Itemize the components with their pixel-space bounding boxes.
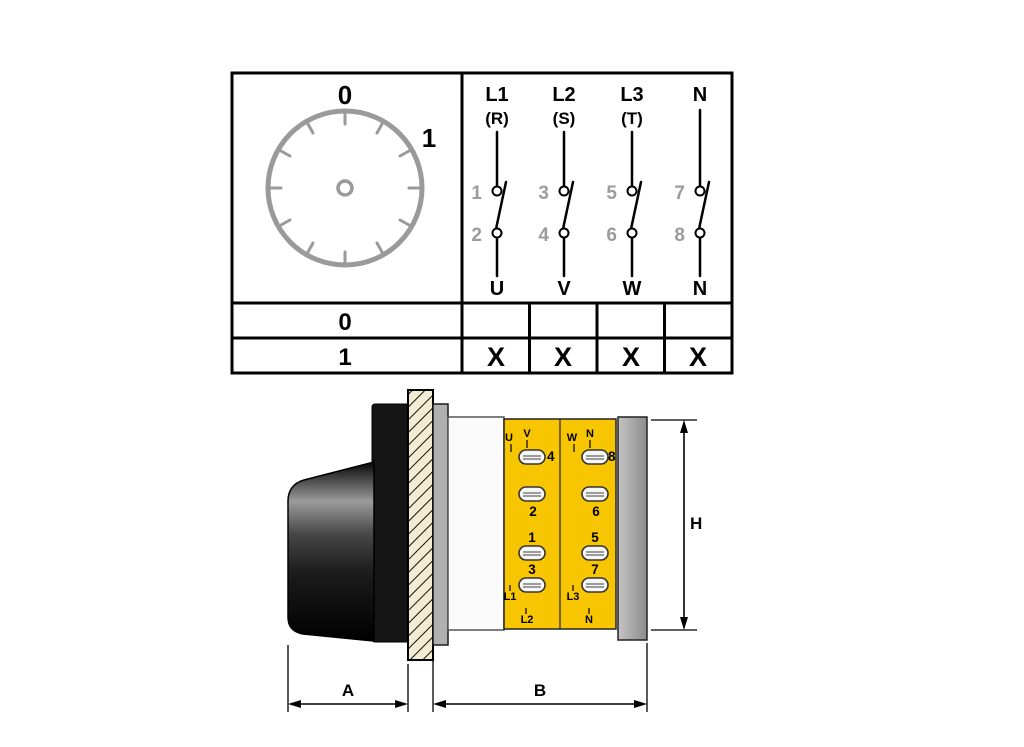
handle-rear-block <box>371 403 411 643</box>
wire-label-v: V <box>523 428 531 440</box>
switch-side-view: U V 4 2 W N <box>287 389 702 712</box>
row-cell: X <box>487 342 505 372</box>
terminal-group-l1l2: 1 3 L1 L2 <box>504 530 546 626</box>
table-row-position-1: 1 X X X X <box>338 342 707 372</box>
wire-label-l1: L1 <box>504 591 517 603</box>
screw-number: 1 <box>528 530 536 545</box>
pole-input-alt-label: (T) <box>621 109 643 128</box>
terminal-screw <box>518 545 546 561</box>
dial-position-1-label: 1 <box>422 123 436 153</box>
contact-bottom <box>626 227 638 239</box>
pole-input-label: N <box>693 84 707 106</box>
screw-number: 2 <box>529 504 537 519</box>
terminal-screw <box>581 577 609 593</box>
dimension-b-label: B <box>534 681 546 700</box>
contact-bottom <box>491 227 503 239</box>
switching-table: 0 1 L1 (R) 1 2 U L2 (S) 3 4 V <box>230 71 734 375</box>
pole-input-alt-label: (R) <box>485 109 509 128</box>
dial-tick-marks <box>269 112 421 264</box>
screw-number: 7 <box>591 562 599 577</box>
dimension-h-label: H <box>690 514 702 533</box>
terminal-number-top: 7 <box>674 183 685 204</box>
terminal-group-wn: W N 8 6 <box>567 428 616 519</box>
pole-input-label: L1 <box>485 84 508 106</box>
body-flange <box>432 403 449 646</box>
wire-label-n2: N <box>585 614 593 626</box>
handle-knob <box>287 461 375 642</box>
switch-blade <box>629 180 643 231</box>
contact-bottom <box>558 227 570 239</box>
pole-l3: L3 (T) 5 6 W <box>606 84 643 300</box>
position-dial: 0 1 <box>265 80 436 268</box>
terminal-group-l3n: 5 7 L3 N <box>567 530 609 626</box>
screw-number: 6 <box>592 504 600 519</box>
pole-input-label: L2 <box>552 84 575 106</box>
terminal-screw <box>581 545 609 561</box>
screw-number: 8 <box>608 449 616 464</box>
switch-blade <box>561 180 575 231</box>
contact-top <box>626 185 638 197</box>
terminal-screw <box>518 577 546 593</box>
wire-label-u: U <box>505 432 513 444</box>
contact-top <box>694 185 706 197</box>
pole-output-label: V <box>557 278 571 300</box>
row-position-label: 0 <box>338 309 351 336</box>
row-cell: X <box>622 342 640 372</box>
dimension-b: B <box>432 643 648 712</box>
pole-input-label: L3 <box>620 84 643 106</box>
screw-number: 5 <box>591 530 599 545</box>
terminal-number-top: 3 <box>538 183 549 204</box>
wire-label-w: W <box>567 432 578 444</box>
screw-number: 3 <box>528 562 536 577</box>
pole-output-label: N <box>693 278 707 300</box>
contact-top <box>491 185 503 197</box>
switch-blade <box>494 180 508 231</box>
pole-l1: L1 (R) 1 2 U <box>471 84 508 300</box>
pole-input-alt-label: (S) <box>553 109 576 128</box>
terminal-screw <box>581 449 609 465</box>
row-position-label: 1 <box>338 344 351 371</box>
table-row-position-0: 0 <box>338 309 351 336</box>
pole-l2: L2 (S) 3 4 V <box>538 84 575 300</box>
contact-bottom <box>694 227 706 239</box>
screw-number: 4 <box>547 449 555 464</box>
arrowhead-right <box>395 700 408 708</box>
switch-body <box>447 416 505 631</box>
terminal-number-top: 5 <box>606 183 617 204</box>
wire-label-l2: L2 <box>521 614 534 626</box>
terminal-number-bottom: 8 <box>674 225 685 246</box>
dial-circle <box>265 108 425 268</box>
wire-label-l3: L3 <box>567 591 580 603</box>
terminal-number-bottom: 2 <box>471 225 482 246</box>
row-cell: X <box>554 342 572 372</box>
wire-label-n: N <box>586 428 594 440</box>
pole-output-label: U <box>490 278 504 300</box>
terminal-number-bottom: 6 <box>606 225 617 246</box>
switch-blade <box>697 180 711 231</box>
arrowhead-left <box>288 700 301 708</box>
dial-position-0-label: 0 <box>338 80 352 110</box>
terminal-screw <box>518 449 546 465</box>
arrowhead-left <box>433 700 446 708</box>
terminal-screw <box>581 486 609 502</box>
dial-center-hub <box>336 179 354 197</box>
rear-end-cap <box>617 416 648 641</box>
pole-n: N 7 8 N <box>674 84 711 300</box>
terminal-group-uv: U V 4 2 <box>505 428 555 519</box>
mounting-plate-hatched <box>407 389 434 661</box>
contact-top <box>558 185 570 197</box>
arrowhead-right <box>634 700 647 708</box>
terminal-screw <box>518 486 546 502</box>
row-cell: X <box>689 342 707 372</box>
table-outer-border <box>230 71 734 375</box>
terminal-number-top: 1 <box>471 183 482 204</box>
terminal-number-bottom: 4 <box>538 225 549 246</box>
dimension-h: H <box>651 419 702 631</box>
dimension-a-label: A <box>342 681 354 700</box>
arrowhead-up <box>680 420 688 433</box>
dimension-a: A <box>287 645 409 712</box>
arrowhead-down <box>680 617 688 630</box>
pole-output-label: W <box>623 278 642 300</box>
